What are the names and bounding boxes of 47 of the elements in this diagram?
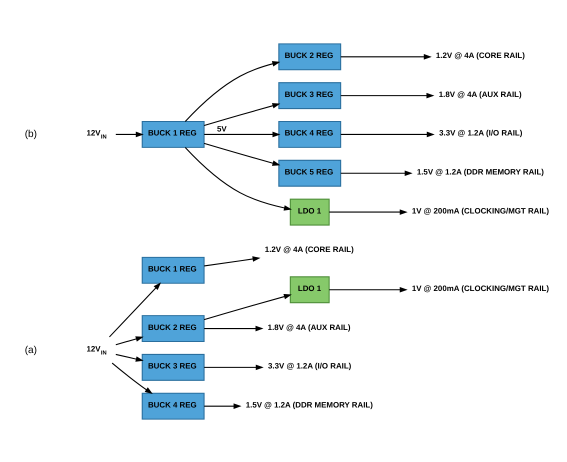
arrow <box>116 353 144 362</box>
node-text: 3.3V @ 1.2A (I/O RAIL) <box>439 128 522 138</box>
arrow <box>112 362 153 394</box>
label: (a) <box>24 344 37 356</box>
node-text: 1.8V @ 4A (AUX RAIL) <box>268 322 351 332</box>
node-text: 1.2V @ 4A (CORE RAIL) <box>264 244 354 254</box>
node-box: BUCK 1 REG <box>142 120 205 148</box>
node-box: BUCK 4 REG <box>278 120 342 148</box>
arrow <box>109 282 162 337</box>
node-text: 12V$_{IN}$ <box>86 344 107 356</box>
arrow <box>329 208 408 214</box>
node-box: BUCK 2 REG <box>142 314 205 342</box>
arrow <box>204 364 264 370</box>
node-box: BUCK 3 REG <box>142 353 205 380</box>
node-box: LDO 1 <box>290 276 330 303</box>
arrow <box>204 142 280 166</box>
node-text: 3.3V @ 1.2A (I/O RAIL) <box>268 361 352 370</box>
node-text: 1.8V @ 4A (AUX RAIL) <box>438 89 522 98</box>
node-text: 1.5V @ 1.2A (DDR MEMORY RAIL) <box>416 167 544 176</box>
node-box: LDO 1 <box>290 198 330 226</box>
arrow <box>340 131 435 137</box>
node-box: BUCK 1 REG <box>142 256 205 284</box>
node-box: BUCK 4 REG <box>142 392 205 420</box>
node-text: 1V @ 200mA (CLOCKING/MGT RAIL) <box>412 206 549 215</box>
arrow <box>204 402 242 408</box>
arrow <box>116 131 144 137</box>
node-text: 12V$_{IN}$ <box>86 128 107 140</box>
node-text: 1.2V @ 4A (CORE RAIL) <box>436 50 525 60</box>
arrow <box>204 325 264 331</box>
arrow <box>340 92 434 98</box>
node-box: BUCK 2 REG <box>278 42 342 70</box>
node-text: 1V @ 200mA (CLOCKING/MGT RAIL) <box>412 284 549 293</box>
arrow <box>204 256 261 266</box>
arrow <box>204 102 280 126</box>
arrow <box>184 146 292 210</box>
arrow <box>184 60 280 122</box>
edge-label: 5V <box>217 124 227 133</box>
arrow <box>340 54 432 60</box>
node-box: BUCK 5 REG <box>278 159 342 186</box>
arrow <box>204 293 292 320</box>
node-text: 1.5V @ 1.2A (DDR MEMORY RAIL) <box>246 400 373 409</box>
arrow <box>329 286 408 292</box>
arrow <box>116 336 144 345</box>
node-box: BUCK 3 REG <box>278 82 342 109</box>
arrow <box>340 170 413 176</box>
arrow <box>204 131 280 137</box>
label: (b) <box>24 128 37 140</box>
